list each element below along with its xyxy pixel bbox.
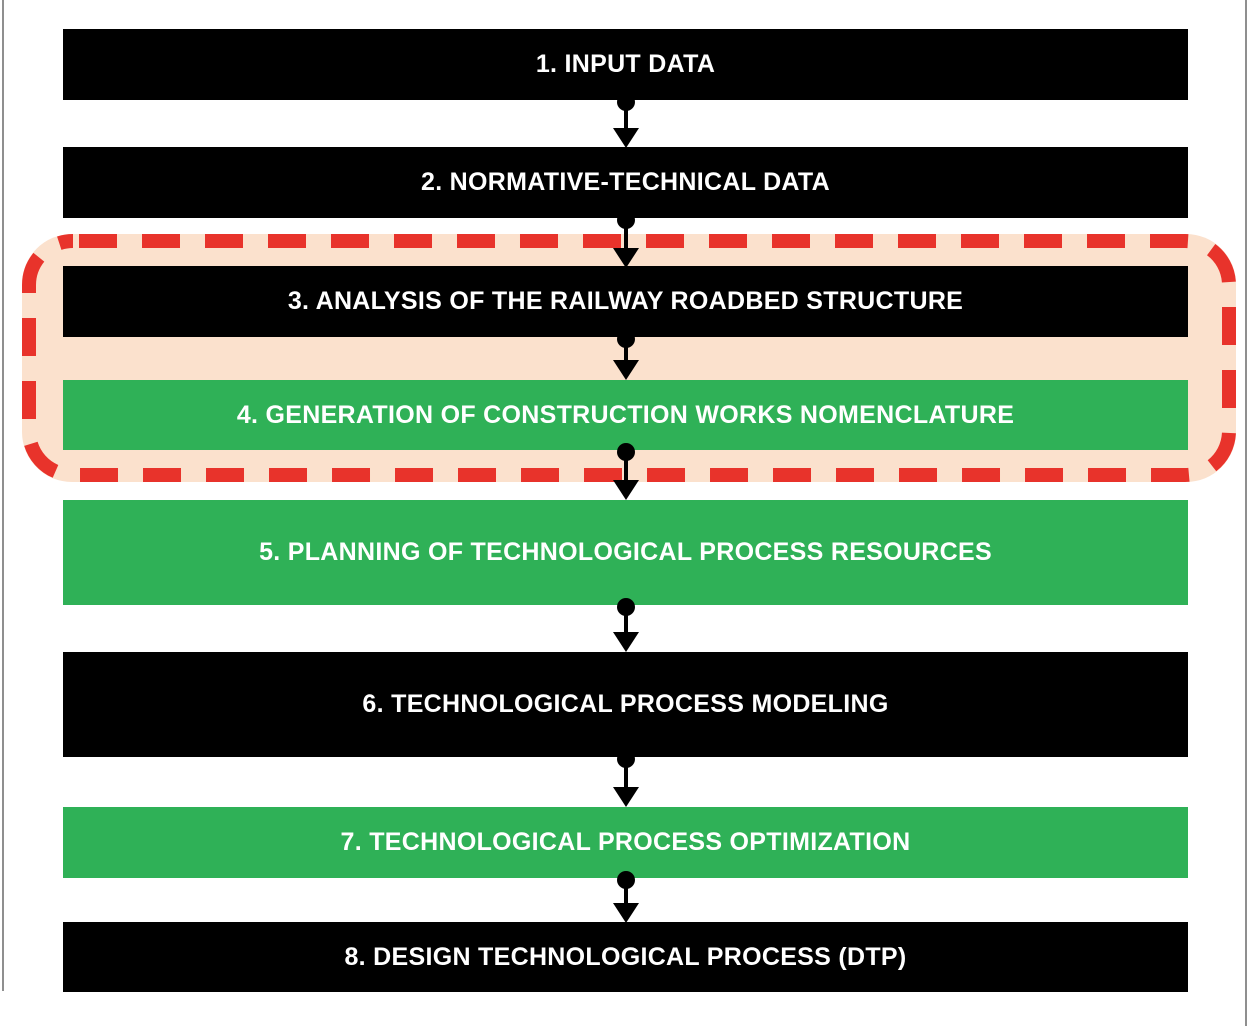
step-6-label: 6. TECHNOLOGICAL PROCESS MODELING — [362, 690, 889, 718]
flow-arrow-6-7-icon — [613, 750, 639, 807]
step-5-label: 5. PLANNING OF TECHNOLOGICAL PROCESS RES… — [259, 538, 992, 566]
step-4-label: 4. GENERATION OF CONSTRUCTION WORKS NOME… — [236, 400, 1015, 429]
step-3-analysis-railway-roadbed: 3. ANALYSIS OF THE RAILWAY ROADBED STRUC… — [63, 266, 1188, 337]
step-7-process-optimization: 7. TECHNOLOGICAL PROCESS OPTIMIZATION — [63, 807, 1188, 878]
flow-arrow-2-3-icon — [613, 211, 639, 268]
page-edge-line-left — [2, 0, 4, 991]
step-2-label: 2. NORMATIVE-TECHNICAL DATA — [420, 168, 830, 196]
flow-arrow-3-4-icon — [613, 330, 639, 380]
step-2-normative-technical-data: 2. NORMATIVE-TECHNICAL DATA — [63, 147, 1188, 218]
flow-arrow-5-6-icon — [613, 598, 639, 652]
step-8-design-technological-process: 8. DESIGN TECHNOLOGICAL PROCESS (DTP) — [63, 922, 1188, 992]
step-3-label: 3. ANALYSIS OF THE RAILWAY ROADBED STRUC… — [287, 287, 964, 315]
step-5-planning-process-resources: 5. PLANNING OF TECHNOLOGICAL PROCESS RES… — [63, 500, 1188, 605]
step-6-process-modeling: 6. TECHNOLOGICAL PROCESS MODELING — [63, 652, 1188, 757]
flow-arrow-7-8-icon — [613, 871, 639, 923]
flow-arrow-1-2-icon — [613, 93, 639, 148]
flow-arrow-4-5-icon — [613, 443, 639, 500]
step-1-label: 1. INPUT DATA — [535, 50, 716, 78]
step-8-label: 8. DESIGN TECHNOLOGICAL PROCESS (DTP) — [344, 942, 907, 971]
step-1-input-data: 1. INPUT DATA — [63, 29, 1188, 100]
step-4-generation-works-nomenclature: 4. GENERATION OF CONSTRUCTION WORKS NOME… — [63, 380, 1188, 450]
step-7-label: 7. TECHNOLOGICAL PROCESS OPTIMIZATION — [340, 828, 911, 856]
page-edge-line-right — [1245, 0, 1247, 1026]
